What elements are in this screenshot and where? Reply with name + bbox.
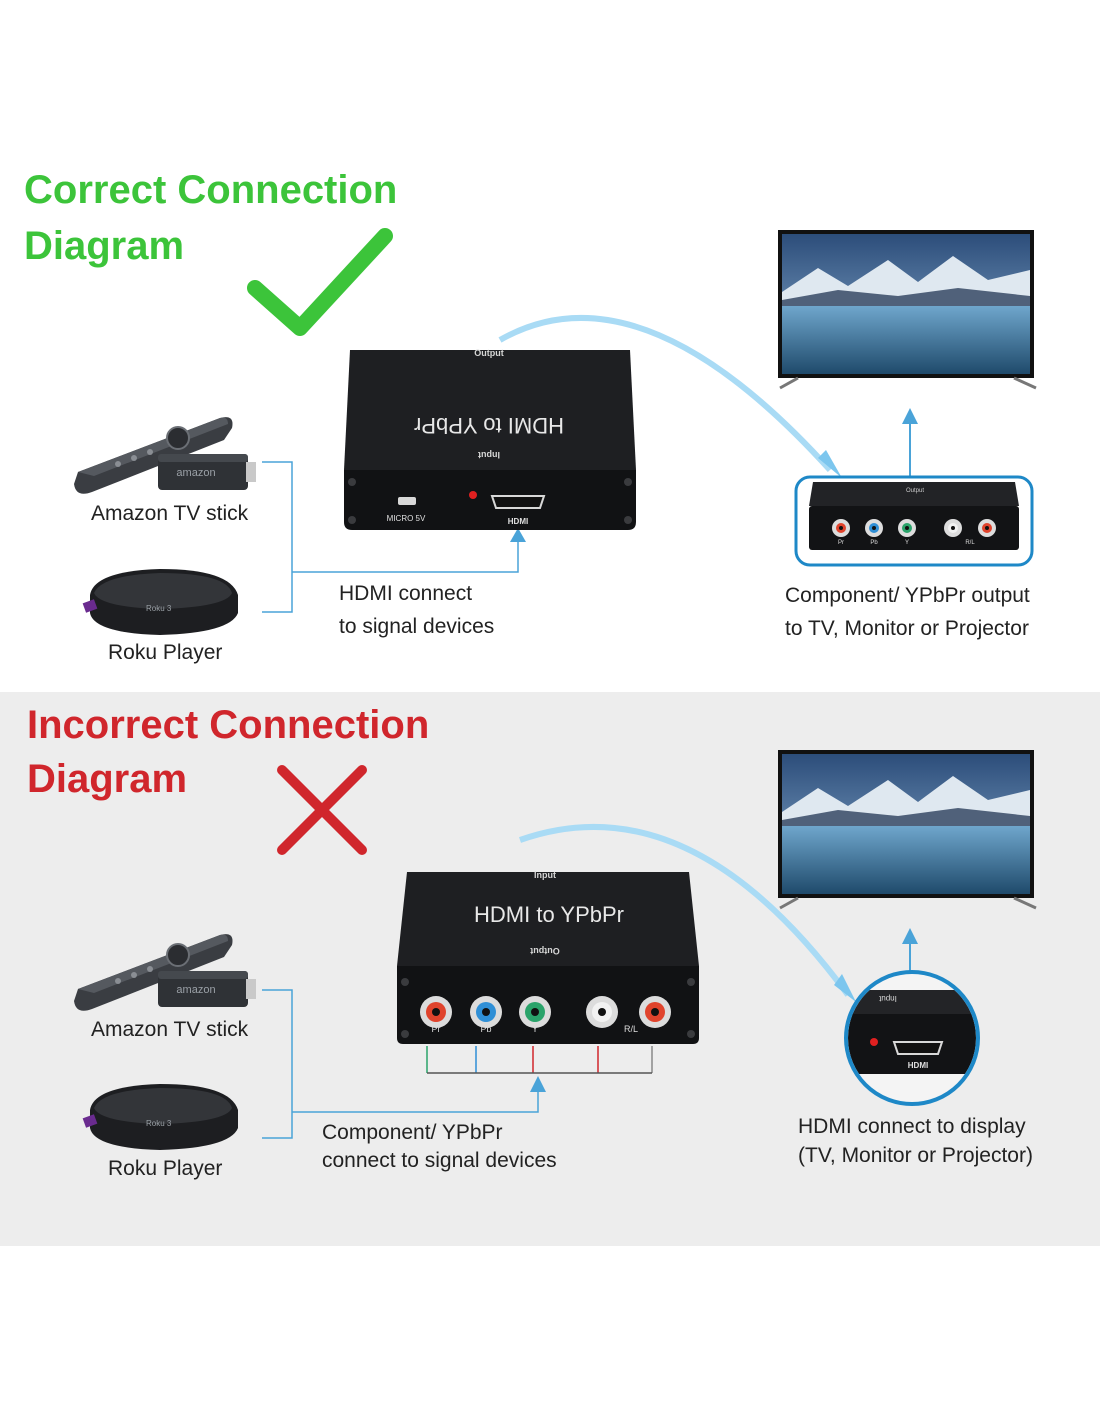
correct-box-top-label: Output	[474, 348, 504, 358]
incorrect-title-line2: Diagram	[27, 757, 188, 801]
port-label-pb: Pb	[480, 1024, 491, 1034]
x-mark-icon	[277, 765, 367, 855]
correct-connector-lines	[262, 314, 918, 613]
hdmi-port-label: HDMI	[508, 517, 528, 526]
incorrect-box-top-label: Input	[534, 870, 556, 880]
check-icon	[247, 228, 393, 336]
micro-usb-port	[398, 497, 416, 505]
amazon-brand-text-bottom: amazon	[176, 984, 215, 996]
incorrect-box-title: HDMI to YPbPr	[474, 902, 624, 927]
tv-top-icon	[778, 230, 1037, 390]
incorrect-display-line2: (TV, Monitor or Projector)	[798, 1144, 1033, 1167]
amazon-fire-stick-icon-bottom: amazon	[74, 934, 256, 1011]
incorrect-title-line1: Incorrect Connection	[27, 703, 430, 747]
micro-port-label: MICRO 5V	[387, 514, 426, 523]
zoom-port-y: Y	[905, 540, 909, 546]
amazon-brand-text: amazon	[176, 467, 215, 479]
port-label-pr: Pr	[432, 1024, 441, 1034]
roku-brand-text-bottom: Roku 3	[146, 1119, 172, 1128]
correct-connect-line2: to signal devices	[339, 615, 495, 638]
zoom-hdmi-label: HDMI	[908, 1061, 928, 1070]
correct-title-line2: Diagram	[24, 224, 185, 268]
correct-output-line1: Component/ YPbPr output	[785, 584, 1030, 607]
zoom-input-label: Input	[878, 994, 897, 1003]
power-led	[469, 491, 477, 499]
incorrect-connect-line2: connect to signal devices	[322, 1149, 557, 1172]
correct-box-title: HDMI to YPbPr	[414, 413, 564, 438]
incorrect-amazon-label: Amazon TV stick	[91, 1018, 249, 1041]
roku-brand-text: Roku 3	[146, 604, 172, 613]
correct-converter-box: Output HDMI to YPbPr Input MICRO 5V HDMI	[344, 348, 636, 530]
correct-connect-line1: HDMI connect	[339, 582, 473, 605]
amazon-fire-stick-icon: amazon	[74, 417, 256, 494]
roku-player-icon-bottom: Roku 3	[82, 1084, 238, 1150]
incorrect-connect-line1: Component/ YPbPr	[322, 1121, 503, 1144]
zoom-port-pb: Pb	[870, 540, 878, 546]
incorrect-box-bottom-label: Output	[530, 946, 560, 956]
incorrect-display-line1: HDMI connect to display	[798, 1115, 1026, 1138]
correct-roku-label: Roku Player	[108, 641, 223, 664]
correct-amazon-label: Amazon TV stick	[91, 502, 249, 525]
zoom-port-pr: Pr	[838, 540, 844, 546]
incorrect-roku-label: Roku Player	[108, 1157, 223, 1180]
roku-player-icon: Roku 3	[82, 569, 238, 635]
port-label-rl: R/L	[624, 1024, 638, 1034]
port-label-y: Y	[532, 1024, 538, 1034]
incorrect-converter-box: Input HDMI to YPbPr Output Pr Pb Y R/L	[397, 870, 699, 1044]
hdmi-input-zoom: Input HDMI	[844, 970, 980, 1106]
zoom-output-label: Output	[906, 488, 924, 494]
tv-bottom-icon	[778, 750, 1037, 910]
correct-output-line2: to TV, Monitor or Projector	[785, 617, 1029, 640]
hdmi-port	[490, 495, 546, 509]
zoom-port-rl: R/L	[965, 540, 975, 546]
incorrect-connector-lines	[262, 824, 918, 1139]
correct-title-line1: Correct Connection	[24, 168, 398, 212]
component-output-zoom: Output Pr Pb Y R/L	[794, 475, 1034, 567]
correct-box-bottom-label: Input	[478, 450, 500, 460]
